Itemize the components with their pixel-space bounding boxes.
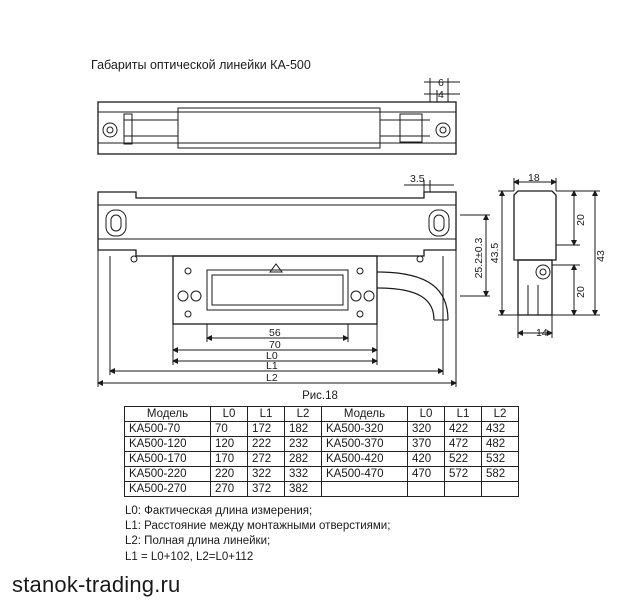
table-cell <box>321 481 408 497</box>
table-cell: KA500-120 <box>124 436 211 452</box>
table-cell: KA500-420 <box>321 451 408 467</box>
table-header-row: Модель L0 L1 L2 Модель L0 L1 L2 <box>124 406 519 422</box>
table-cell: 270 <box>210 481 248 497</box>
dim-20-bottom: 20 <box>575 286 587 298</box>
dim-l0: L0 <box>266 350 278 362</box>
table-cell: 120 <box>210 436 248 452</box>
table-cell: KA500-170 <box>124 451 211 467</box>
table-cell: 320 <box>407 421 445 437</box>
front-view <box>97 180 490 387</box>
dim-70: 70 <box>269 339 281 351</box>
dim-14: 14 <box>536 327 548 339</box>
legend-line-formula: L1 = L0+102, L2=L0+112 <box>125 550 254 563</box>
side-view <box>498 178 600 338</box>
table-cell: 420 <box>407 451 445 467</box>
reading-head <box>172 255 378 325</box>
legend-line-l0: L0: Фактическая длина измерения; <box>125 505 313 517</box>
slot-left <box>105 209 127 237</box>
dim-l2: L2 <box>266 372 278 384</box>
model-table: Модель L0 L1 L2 Модель L0 L1 L2 KA500-70… <box>124 406 519 497</box>
table-cell: 322 <box>247 466 285 482</box>
cable <box>376 271 449 321</box>
figure-caption: Рис.18 <box>302 390 338 402</box>
dim-25-2: 25.2±0.3 <box>473 237 485 278</box>
table-cell <box>407 481 445 497</box>
table-cell: 232 <box>284 436 322 452</box>
drawing-title: Габариты оптической линейки КА-500 <box>91 58 311 72</box>
table-cell: 532 <box>481 451 519 467</box>
table-cell: 70 <box>210 421 248 437</box>
dim-18: 18 <box>528 172 540 184</box>
table-row: KA500-170 170 272 282 KA500-420 420 522 … <box>124 451 519 467</box>
table-cell: 382 <box>284 481 322 497</box>
table-cell: 372 <box>247 481 285 497</box>
table-cell: 470 <box>407 466 445 482</box>
header-l0-2: L0 <box>407 406 445 422</box>
header-model: Модель <box>124 406 211 422</box>
table-cell: 222 <box>247 436 285 452</box>
table-cell: 522 <box>444 451 482 467</box>
table-cell: KA500-320 <box>321 421 408 437</box>
table-cell: 272 <box>247 451 285 467</box>
header-l1: L1 <box>247 406 285 422</box>
table-cell: 472 <box>444 436 482 452</box>
table-cell: 182 <box>284 421 322 437</box>
dim-4: 4 <box>438 89 444 101</box>
table-cell: 172 <box>247 421 285 437</box>
table-row: KA500-70 70 172 182 KA500-320 320 422 43… <box>124 421 519 437</box>
technical-drawing: 6 4 <box>97 77 607 387</box>
table-cell: KA500-270 <box>124 481 211 497</box>
table-cell: 170 <box>210 451 248 467</box>
table-cell: KA500-470 <box>321 466 408 482</box>
table-cell: 482 <box>481 436 519 452</box>
dim-3-5: 3.5 <box>410 173 425 185</box>
legend-line-l1: L1: Расстояние между монтажными отверсти… <box>125 520 391 533</box>
legend-line-l2: L2: Полная длина линейки; <box>125 535 271 548</box>
table-cell: KA500-70 <box>124 421 211 437</box>
slot-right <box>428 209 450 237</box>
mounting-hole-right <box>435 122 451 138</box>
dim-56: 56 <box>269 327 281 339</box>
table-cell <box>444 481 482 497</box>
top-view <box>97 78 460 155</box>
header-l1-2: L1 <box>444 406 482 422</box>
table-cell: 220 <box>210 466 248 482</box>
table-row: KA500-220 220 322 332 KA500-470 470 572 … <box>124 466 519 482</box>
dim-20-top: 20 <box>575 214 587 226</box>
dim-6: 6 <box>438 77 444 89</box>
header-l2: L2 <box>284 406 322 422</box>
table-cell: 422 <box>444 421 482 437</box>
legend: L0: Фактическая длина измерения; L1: Рас… <box>125 504 390 565</box>
table-cell: 582 <box>481 466 519 482</box>
table-cell: 572 <box>444 466 482 482</box>
dim-43: 43 <box>595 250 607 262</box>
watermark: stanok-trading.ru <box>12 572 181 597</box>
header-model-2: Модель <box>321 406 408 422</box>
table-cell: KA500-370 <box>321 436 408 452</box>
table-row: KA500-120 120 222 232 KA500-370 370 472 … <box>124 436 519 452</box>
header-l2-2: L2 <box>481 406 519 422</box>
mounting-hole-left <box>102 122 118 138</box>
header-l0: L0 <box>210 406 248 422</box>
table-cell: 432 <box>481 421 519 437</box>
table-row: KA500-270 270 372 382 <box>124 481 519 497</box>
dim-l1: L1 <box>266 360 278 372</box>
table-cell: KA500-220 <box>124 466 211 482</box>
table-cell: 332 <box>284 466 322 482</box>
table-cell: 282 <box>284 451 322 467</box>
dim-43-5: 43.5 <box>489 243 501 264</box>
table-cell: 370 <box>407 436 445 452</box>
table-cell <box>481 481 519 497</box>
